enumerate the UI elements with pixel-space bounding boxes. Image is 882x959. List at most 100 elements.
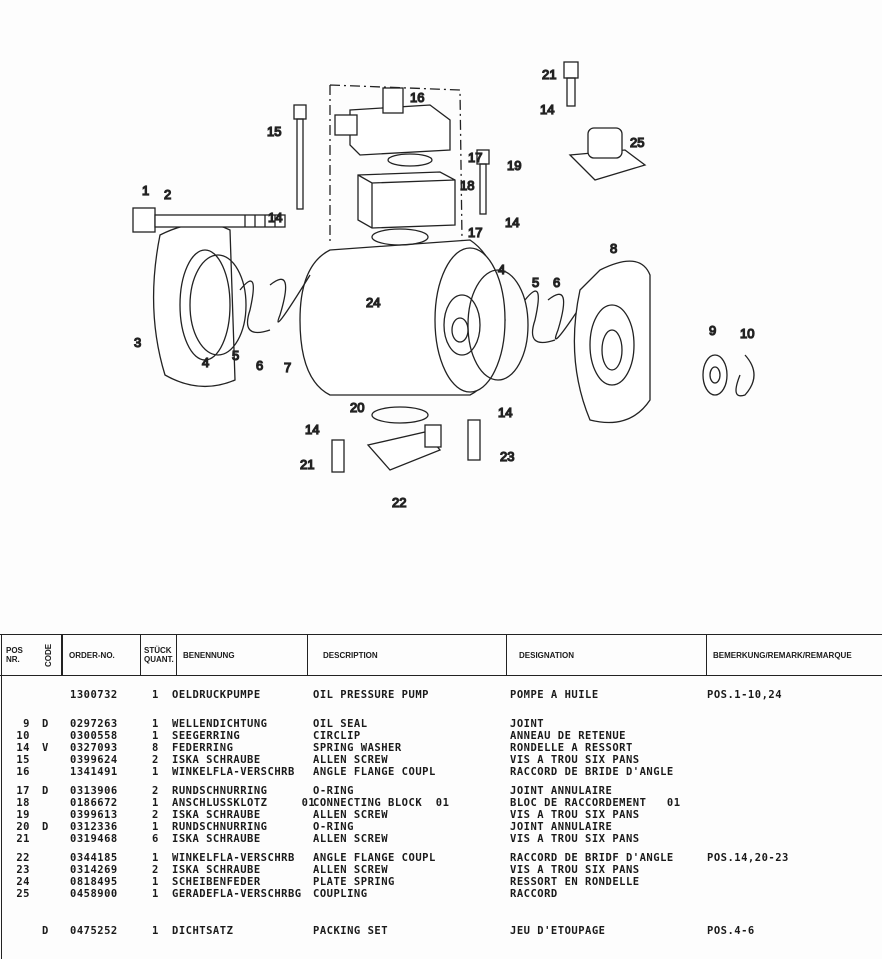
cell-qty: 2 <box>152 864 159 876</box>
cell-order: 0297263 <box>70 718 118 730</box>
assembly-line <box>329 84 463 245</box>
cell-desc: PACKING SET <box>313 925 389 937</box>
cell-order: 0458900 <box>70 888 118 900</box>
cell-qty: 1 <box>152 876 159 888</box>
callout: 15 <box>267 124 281 139</box>
callout: 21 <box>300 457 314 472</box>
callout: 9 <box>709 323 716 338</box>
callout: 8 <box>610 241 617 256</box>
header-designation: DESIGNATION <box>506 635 706 675</box>
cell-qty: 2 <box>152 809 159 821</box>
cell-desc: SPRING WASHER <box>313 742 402 754</box>
cell-rem: POS.4-6 <box>707 925 755 937</box>
callout: 18 <box>460 178 474 193</box>
callout: 21 <box>542 67 556 82</box>
screw <box>467 419 481 461</box>
cell-ben: ANSCHLUSSKLOTZ 01 <box>172 797 316 809</box>
cell-pos: 14 <box>16 742 30 754</box>
cell-order: 1341491 <box>70 766 118 778</box>
callout: 17 <box>468 225 482 240</box>
spring <box>524 290 579 344</box>
cell-order: 0344185 <box>70 852 118 864</box>
cell-desig: VIS A TROU SIX PANS <box>510 864 640 876</box>
cell-ben: ISKA SCHRAUBE <box>172 809 261 821</box>
cell-code: D <box>42 821 49 833</box>
cell-pos: 15 <box>16 754 30 766</box>
cell-order: 1300732 <box>70 689 118 701</box>
cell-code: D <box>42 785 49 797</box>
callout: 25 <box>630 135 644 150</box>
cell-pos: 20 <box>16 821 30 833</box>
callout: 14 <box>505 215 519 230</box>
cell-qty: 1 <box>152 852 159 864</box>
callout: 20 <box>350 400 364 415</box>
left-cover <box>152 222 236 388</box>
cell-pos: 23 <box>16 864 30 876</box>
cell-desc: ALLEN SCREW <box>313 864 389 876</box>
header-description: DESCRIPTION <box>307 635 506 675</box>
callout: 14 <box>268 210 282 225</box>
cell-ben: OELDRUCKPUMPE <box>172 689 261 701</box>
cell-pos: 18 <box>16 797 30 809</box>
callout: 19 <box>507 158 521 173</box>
cell-desc: PLATE SPRING <box>313 876 395 888</box>
screw <box>563 61 579 79</box>
callout: 4 <box>498 262 505 277</box>
table-header: POS NR. CODE ORDER-NO. STÜCK QUANT. BENE… <box>0 635 882 676</box>
header-order-no: ORDER-NO. <box>62 635 140 675</box>
cell-desig: POMPE A HUILE <box>510 689 599 701</box>
cell-desc: ALLEN SCREW <box>313 809 389 821</box>
cell-desig: JOINT ANNULAIRE <box>510 821 613 833</box>
cell-qty: 1 <box>152 718 159 730</box>
cell-desc: CONNECTING BLOCK 01 <box>313 797 450 809</box>
cell-order: 0312336 <box>70 821 118 833</box>
callout: 6 <box>553 275 560 290</box>
oil-seal-bore <box>709 366 721 384</box>
cell-order: 0475252 <box>70 925 118 937</box>
cell-qty: 1 <box>152 888 159 900</box>
cell-desc: O-RING <box>313 821 354 833</box>
o-ring <box>189 254 247 356</box>
cell-ben: FEDERRING <box>172 742 234 754</box>
cell-desc: ALLEN SCREW <box>313 754 389 766</box>
exploded-view-diagram: 1 2 3 4 5 6 7 8 9 10 14 14 14 14 14 14 1… <box>132 61 755 511</box>
cell-ben: SCHEIBENFEDER <box>172 876 261 888</box>
cell-pos: 22 <box>16 852 30 864</box>
o-ring <box>387 153 433 167</box>
cell-order: 0399624 <box>70 754 118 766</box>
header-remark: BEMERKUNG/REMARK/REMARQUE <box>706 635 882 675</box>
cell-desig: JEU D'ETOUPAGE <box>510 925 606 937</box>
cell-desc: ALLEN SCREW <box>313 833 389 845</box>
cell-desig: JOINT ANNULAIRE <box>510 785 613 797</box>
cell-qty: 2 <box>152 785 159 797</box>
callout: 2 <box>164 187 171 202</box>
cell-pos: 21 <box>16 833 30 845</box>
header-quantity: STÜCK QUANT. <box>140 635 176 675</box>
callout: 5 <box>232 348 239 363</box>
callout: 14 <box>540 102 554 117</box>
cell-code: V <box>42 742 49 754</box>
cell-ben: RUNDSCHNURRING <box>172 821 268 833</box>
callout: 4 <box>202 355 209 370</box>
callout: 10 <box>740 326 754 341</box>
cell-order: 0313906 <box>70 785 118 797</box>
angle-flange-bottom <box>366 424 442 471</box>
cell-order: 0399613 <box>70 809 118 821</box>
cell-ben: ISKA SCHRAUBE <box>172 833 261 845</box>
cell-desig: ANNEAU DE RETENUE <box>510 730 626 742</box>
cell-order: 0186672 <box>70 797 118 809</box>
cell-desc: CIRCLIP <box>313 730 361 742</box>
cell-pos: 25 <box>16 888 30 900</box>
o-ring <box>371 406 429 424</box>
callout: 16 <box>410 90 424 105</box>
cell-pos: 19 <box>16 809 30 821</box>
cell-order: 0319468 <box>70 833 118 845</box>
cell-qty: 2 <box>152 754 159 766</box>
spring <box>239 274 311 334</box>
cell-ben: RUNDSCHNURRING <box>172 785 268 797</box>
cell-qty: 1 <box>152 766 159 778</box>
cell-desig: RACCORD <box>510 888 558 900</box>
pump-body <box>299 239 506 396</box>
cell-code: D <box>42 718 49 730</box>
cell-pos: 16 <box>16 766 30 778</box>
